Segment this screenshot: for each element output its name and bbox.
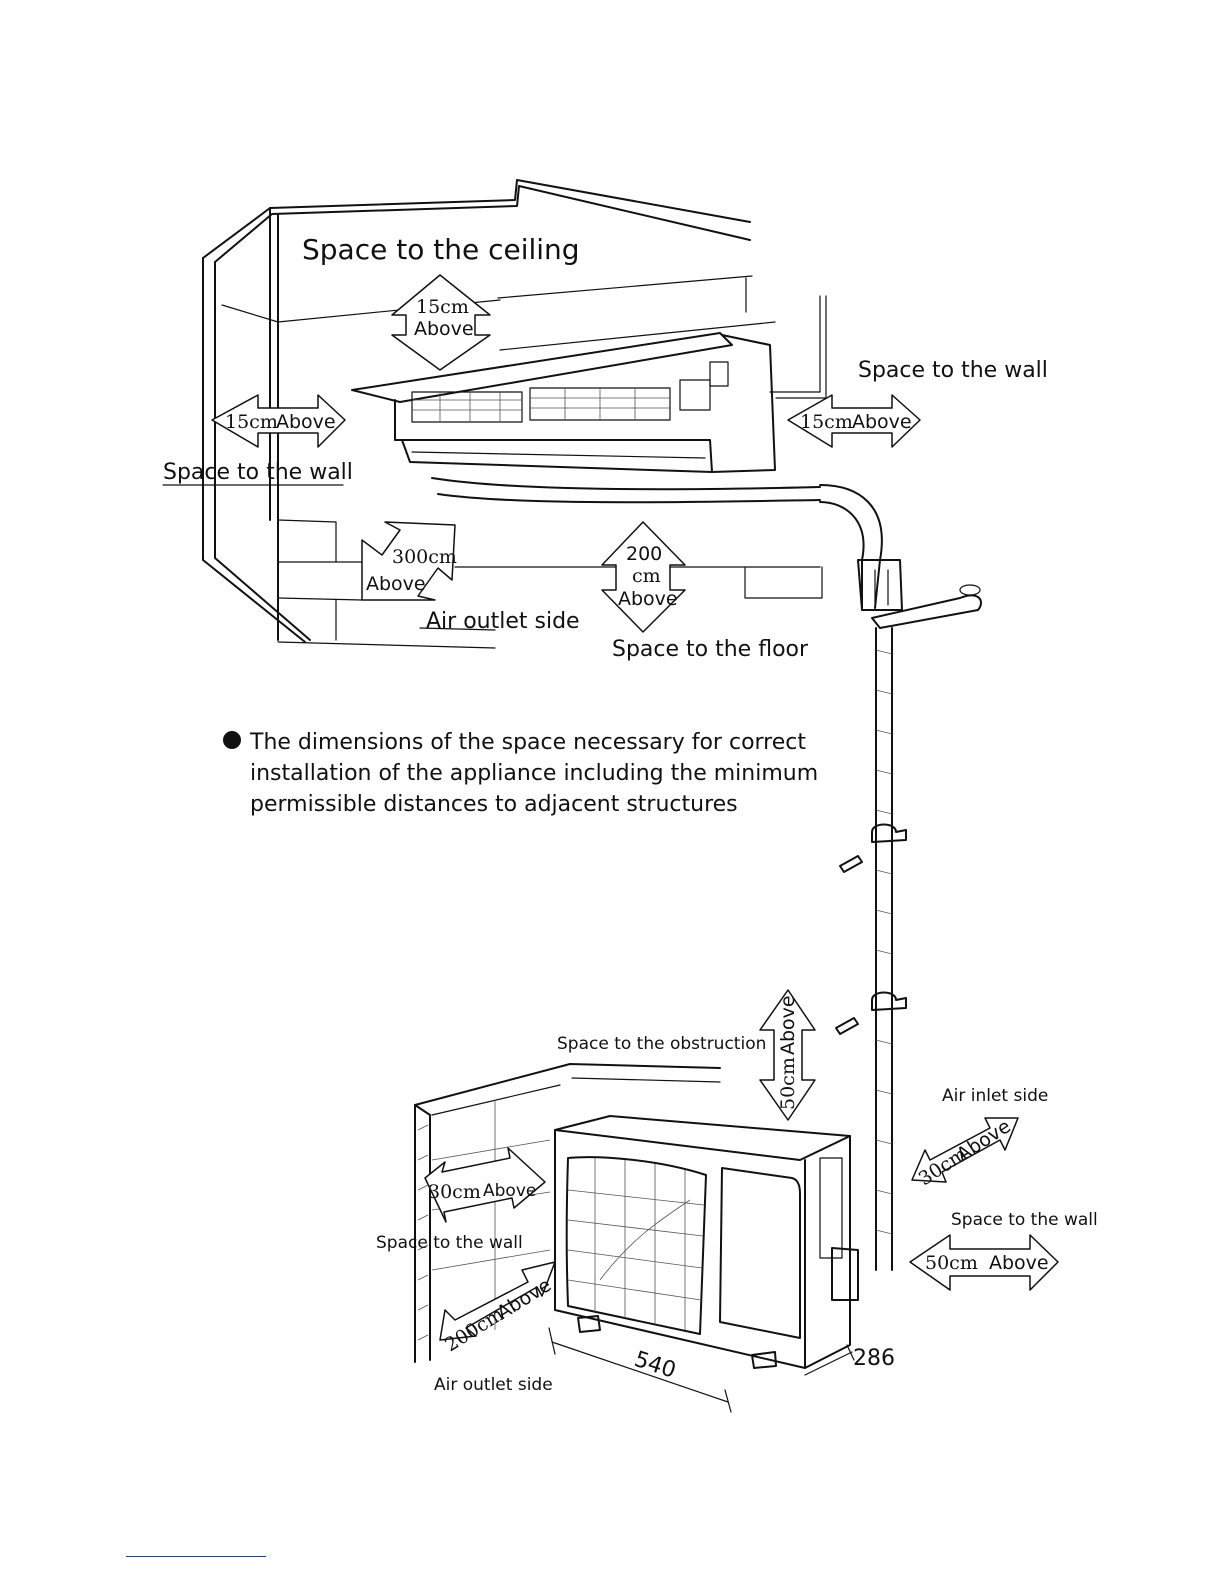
left-wall-above: Above bbox=[276, 411, 336, 433]
dimension-lines bbox=[548, 1327, 855, 1413]
outlet-above: Above bbox=[366, 573, 426, 595]
right-wall-above: Above bbox=[852, 411, 912, 433]
left-wall-label: Space to the wall bbox=[163, 460, 353, 485]
outdoor-unit bbox=[554, 1115, 859, 1369]
floor-clearance-arrow bbox=[601, 521, 686, 633]
bullet-dot bbox=[223, 731, 241, 749]
depth-dimension: 286 bbox=[853, 1346, 895, 1371]
outlet-value: 300cm bbox=[392, 546, 457, 568]
outdoor-left-wall-arrow bbox=[424, 1147, 546, 1223]
fan-grille bbox=[567, 1158, 705, 1330]
outdoor-outlet-label: Air outlet side bbox=[434, 1375, 553, 1395]
outdoor-outlet-above: Above bbox=[493, 1274, 555, 1324]
floor-label: Space to the floor bbox=[612, 637, 809, 662]
outdoor-right-wall-label: Space to the wall bbox=[951, 1210, 1098, 1230]
outdoor-left-wall-label: Space to the wall bbox=[376, 1233, 523, 1253]
obstruction-value: 50cm bbox=[777, 1057, 799, 1110]
obstruction-label: Space to the obstruction bbox=[557, 1034, 766, 1054]
inlet-label: Air inlet side bbox=[942, 1086, 1048, 1106]
outlet-label: Air outlet side bbox=[426, 609, 580, 634]
inlet-clearance-arrow bbox=[911, 1117, 1019, 1183]
indoor-unit bbox=[351, 332, 776, 473]
right-wall-label: Space to the wall bbox=[858, 358, 1048, 383]
outlet-clearance-arrow bbox=[361, 521, 456, 601]
outdoor-right-wall-arrow bbox=[909, 1234, 1059, 1291]
outdoor-outlet-arrow bbox=[439, 1261, 556, 1341]
connection-pipe bbox=[431, 477, 982, 1271]
footer-link-underline bbox=[126, 1556, 266, 1557]
note-line-1: The dimensions of the space necessary fo… bbox=[249, 730, 806, 755]
outdoor-left-wall-above: Above bbox=[483, 1181, 536, 1201]
obstruction-above: Above bbox=[777, 995, 799, 1055]
outdoor-right-wall-above: Above bbox=[989, 1252, 1049, 1274]
filter-mesh bbox=[412, 388, 670, 422]
note-line-3: permissible distances to adjacent struct… bbox=[250, 792, 738, 817]
left-wall-value: 15cm bbox=[225, 411, 278, 433]
floor-above: Above bbox=[618, 588, 678, 610]
ceiling-value: 15cm bbox=[416, 296, 469, 318]
outdoor-wall bbox=[414, 1063, 721, 1363]
outdoor-left-wall-value: 30cm bbox=[428, 1181, 481, 1203]
right-wall-value: 15cm bbox=[800, 411, 853, 433]
obstruction-clearance-arrow bbox=[759, 989, 816, 1121]
ceiling-label: Space to the ceiling bbox=[302, 233, 580, 266]
right-wall-clearance-arrow bbox=[787, 394, 921, 448]
ceiling-above: Above bbox=[414, 318, 474, 340]
floor-value-number: 200 bbox=[626, 543, 662, 565]
ceiling-clearance-arrow bbox=[391, 274, 491, 371]
outdoor-right-wall-value: 50cm bbox=[925, 1252, 978, 1274]
floor-value-unit: cm bbox=[632, 565, 661, 587]
left-wall-clearance-arrow bbox=[211, 394, 346, 448]
width-dimension: 540 bbox=[631, 1347, 679, 1384]
note-line-2: installation of the appliance including … bbox=[250, 761, 818, 786]
